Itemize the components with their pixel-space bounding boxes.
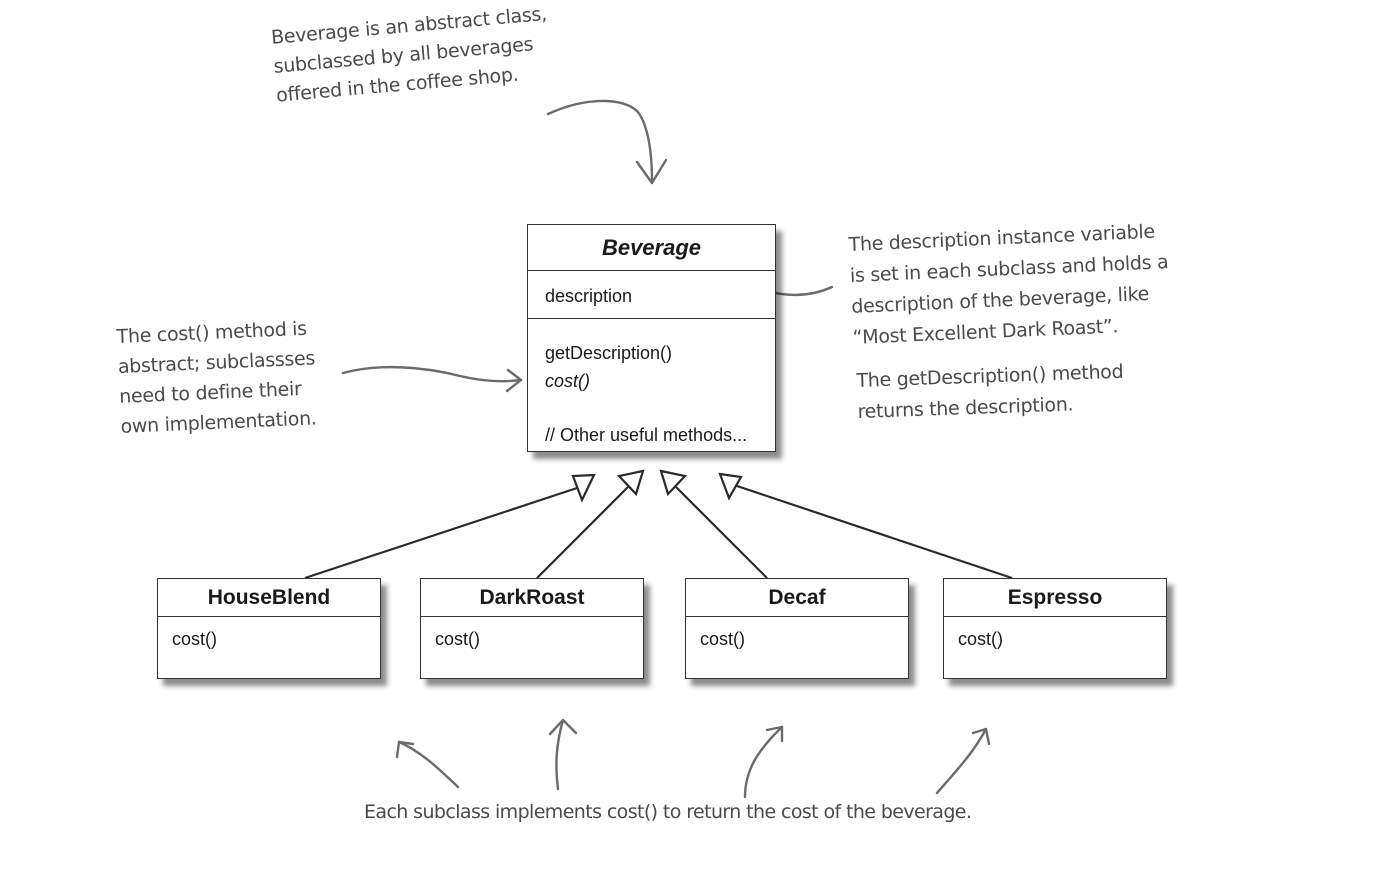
note-arrow-espresso-head <box>971 727 991 746</box>
espresso-method-cost: cost() <box>958 629 1003 649</box>
inheritance-arrowhead-espresso <box>718 472 743 501</box>
inheritance-line-darkroast <box>536 486 629 579</box>
field-description: description <box>545 286 633 306</box>
inheritance-line-espresso <box>733 483 1013 580</box>
inheritance-line-decaf <box>675 486 768 579</box>
inheritance-arrowhead-darkroast <box>616 469 645 497</box>
decaf-method-cost: cost() <box>700 629 745 649</box>
houseblend-method-cost: cost() <box>172 629 217 649</box>
method-other-comment: // Other useful methods... <box>545 425 748 445</box>
darkroast-method-cost: cost() <box>435 629 480 649</box>
note-arrow-abstract <box>546 99 654 184</box>
darkroast-class-box: DarkRoast cost() <box>420 578 644 679</box>
note-arrow-cost <box>341 365 523 383</box>
note-arrow-houseblend-head <box>395 740 415 759</box>
note-arrow-decaf-head <box>765 725 784 743</box>
method-getdescription: getDescription() <box>545 343 673 363</box>
beverage-fields-section: description <box>528 271 775 319</box>
note-arrow-darkroast-head <box>548 718 578 736</box>
beverage-class-name: Beverage <box>528 225 775 271</box>
note-arrow-decaf <box>743 725 784 799</box>
inheritance-arrowhead-houseblend <box>571 473 596 503</box>
inheritance-line-houseblend <box>304 485 581 580</box>
note-description-variable: The description instance variable is set… <box>848 216 1172 354</box>
inheritance-arrowhead-decaf <box>659 469 688 497</box>
note-getdescription-method: The getDescription() method returns the … <box>856 357 1125 428</box>
note-cost-abstract: The cost() method is abstract; subclasss… <box>116 313 318 441</box>
note-arrow-cost-head <box>505 368 523 393</box>
note-arrow-darkroast <box>555 718 565 791</box>
note-arrow-houseblend <box>397 740 460 789</box>
houseblend-class-box: HouseBlend cost() <box>157 578 381 679</box>
method-cost-abstract: cost() <box>545 371 590 391</box>
note-subclasses: Each subclass implements cost() to retur… <box>364 801 972 823</box>
beverage-class-box: Beverage description getDescription() co… <box>527 224 776 452</box>
decaf-class-box: Decaf cost() <box>685 578 909 679</box>
note-arrow-espresso <box>935 727 988 795</box>
decaf-class-name: Decaf <box>686 579 908 617</box>
beverage-methods-section: getDescription() cost() // Other useful … <box>528 319 775 449</box>
espresso-class-name: Espresso <box>944 579 1166 617</box>
darkroast-class-name: DarkRoast <box>421 579 643 617</box>
note-arrow-abstract-head <box>635 158 668 185</box>
espresso-class-box: Espresso cost() <box>943 578 1167 679</box>
houseblend-class-name: HouseBlend <box>158 579 380 617</box>
